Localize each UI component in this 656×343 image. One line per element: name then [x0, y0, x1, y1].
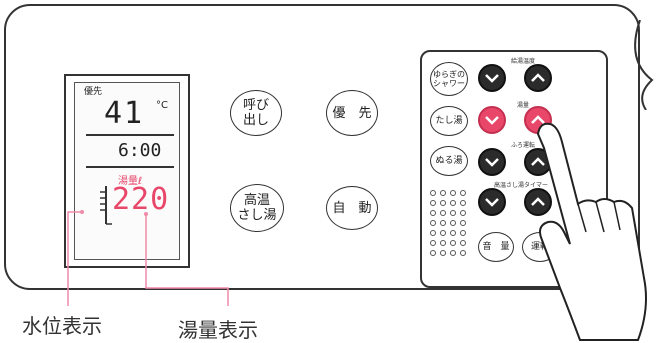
call-button[interactable]: 呼び 出し: [230, 90, 282, 136]
chevron-up-icon: [531, 157, 545, 166]
cord-icon: [634, 20, 654, 110]
nuruyu-button[interactable]: ぬる湯: [430, 146, 468, 176]
high-temp-add-button[interactable]: 高温 さし湯: [230, 184, 284, 232]
temperature-readout: 41: [104, 96, 145, 131]
timer-group-label: 高温さし湯タイマー: [493, 182, 548, 189]
bath-amount-readout: 220: [112, 182, 170, 217]
bath-run-group-label: ふろ運転: [510, 142, 535, 149]
chevron-down-icon: [485, 158, 499, 167]
lcd-display: [74, 82, 180, 260]
amount-down-button[interactable]: [478, 106, 506, 134]
priority-button[interactable]: 優 先: [326, 90, 378, 136]
chevron-down-icon: [485, 198, 499, 207]
priority-indicator: 優先: [84, 87, 103, 97]
water-level-gauge: [100, 186, 112, 225]
tashiyu-button[interactable]: たし湯: [430, 106, 468, 136]
timer-down-button[interactable]: [478, 188, 506, 216]
chevron-down-icon: [485, 74, 499, 83]
auto-button[interactable]: 自 動: [326, 186, 378, 230]
chevron-up-icon: [531, 115, 545, 124]
lcd-divider-2: [86, 166, 174, 168]
timer-up-button[interactable]: [524, 188, 552, 216]
chevron-up-icon: [531, 73, 545, 82]
bath-amount-group-label: 湯量: [516, 102, 529, 109]
hot-water-amount-caption: 湯量表示: [178, 318, 258, 342]
bath-amount-label: 湯量ℓ: [118, 176, 143, 187]
temp-up-button[interactable]: [524, 64, 552, 92]
pointing-hand-icon: [536, 122, 647, 341]
temp-down-button[interactable]: [478, 64, 506, 92]
speaker-grille-icon: [430, 190, 466, 256]
volume-button[interactable]: 音 量: [478, 232, 514, 262]
hot-water-temp-group-label: 給湯温度: [510, 58, 535, 65]
clock-readout: 6:00: [118, 140, 162, 161]
chevron-up-icon: [531, 197, 545, 206]
lcd-divider: [86, 134, 174, 136]
yuragi-shower-button[interactable]: ゆらぎの シャワー: [430, 62, 468, 96]
chevron-down-icon: [485, 116, 499, 125]
water-level-caption: 水位表示: [22, 314, 102, 338]
bath-run-down-button[interactable]: [478, 148, 506, 176]
temperature-unit: °C: [156, 100, 168, 111]
